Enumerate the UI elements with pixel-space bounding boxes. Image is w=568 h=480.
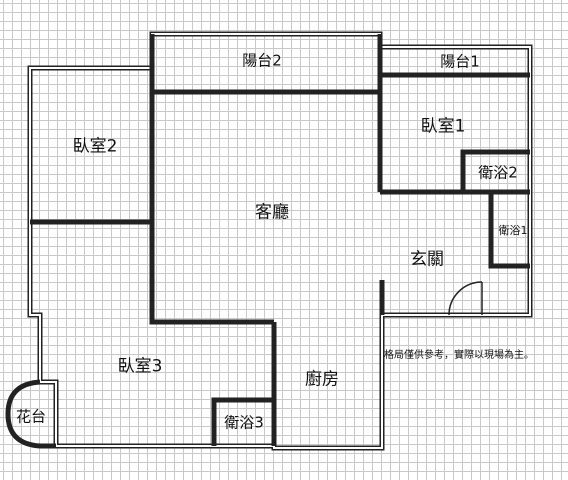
disclaimer-note: 格局僅供參考，實際以現場為主。	[384, 350, 534, 361]
room-label-entrance: 玄關	[410, 249, 444, 270]
door-icon	[448, 281, 483, 316]
wall-bath3	[211, 397, 274, 446]
wall-living-bottom	[149, 222, 274, 325]
outer-walls	[27, 31, 533, 451]
room-label-bath-3: 衛浴3	[224, 413, 264, 432]
wall-bath1	[488, 192, 530, 269]
room-label-bedroom-3: 臥室3	[117, 356, 163, 377]
outer-wall-inner	[29, 33, 531, 449]
room-label-living-room: 客廳	[255, 202, 289, 223]
outer-wall-path	[27, 31, 533, 451]
room-label-bath-1: 衛浴1	[498, 224, 528, 237]
flower-bed-outline	[5, 379, 56, 449]
room-label-kitchen: 廚房	[305, 369, 339, 390]
room-label-bedroom-1: 臥室1	[420, 116, 466, 137]
room-label-balcony-2: 陽台2	[242, 51, 282, 70]
room-label-flower-bed: 花台	[15, 407, 47, 426]
room-label-bath-2: 衛浴2	[478, 163, 518, 182]
interior-walls	[30, 34, 530, 446]
room-label-bedroom-2: 臥室2	[72, 136, 118, 157]
room-label-balcony-1: 陽台1	[440, 52, 480, 71]
wall-bath2	[460, 149, 530, 192]
